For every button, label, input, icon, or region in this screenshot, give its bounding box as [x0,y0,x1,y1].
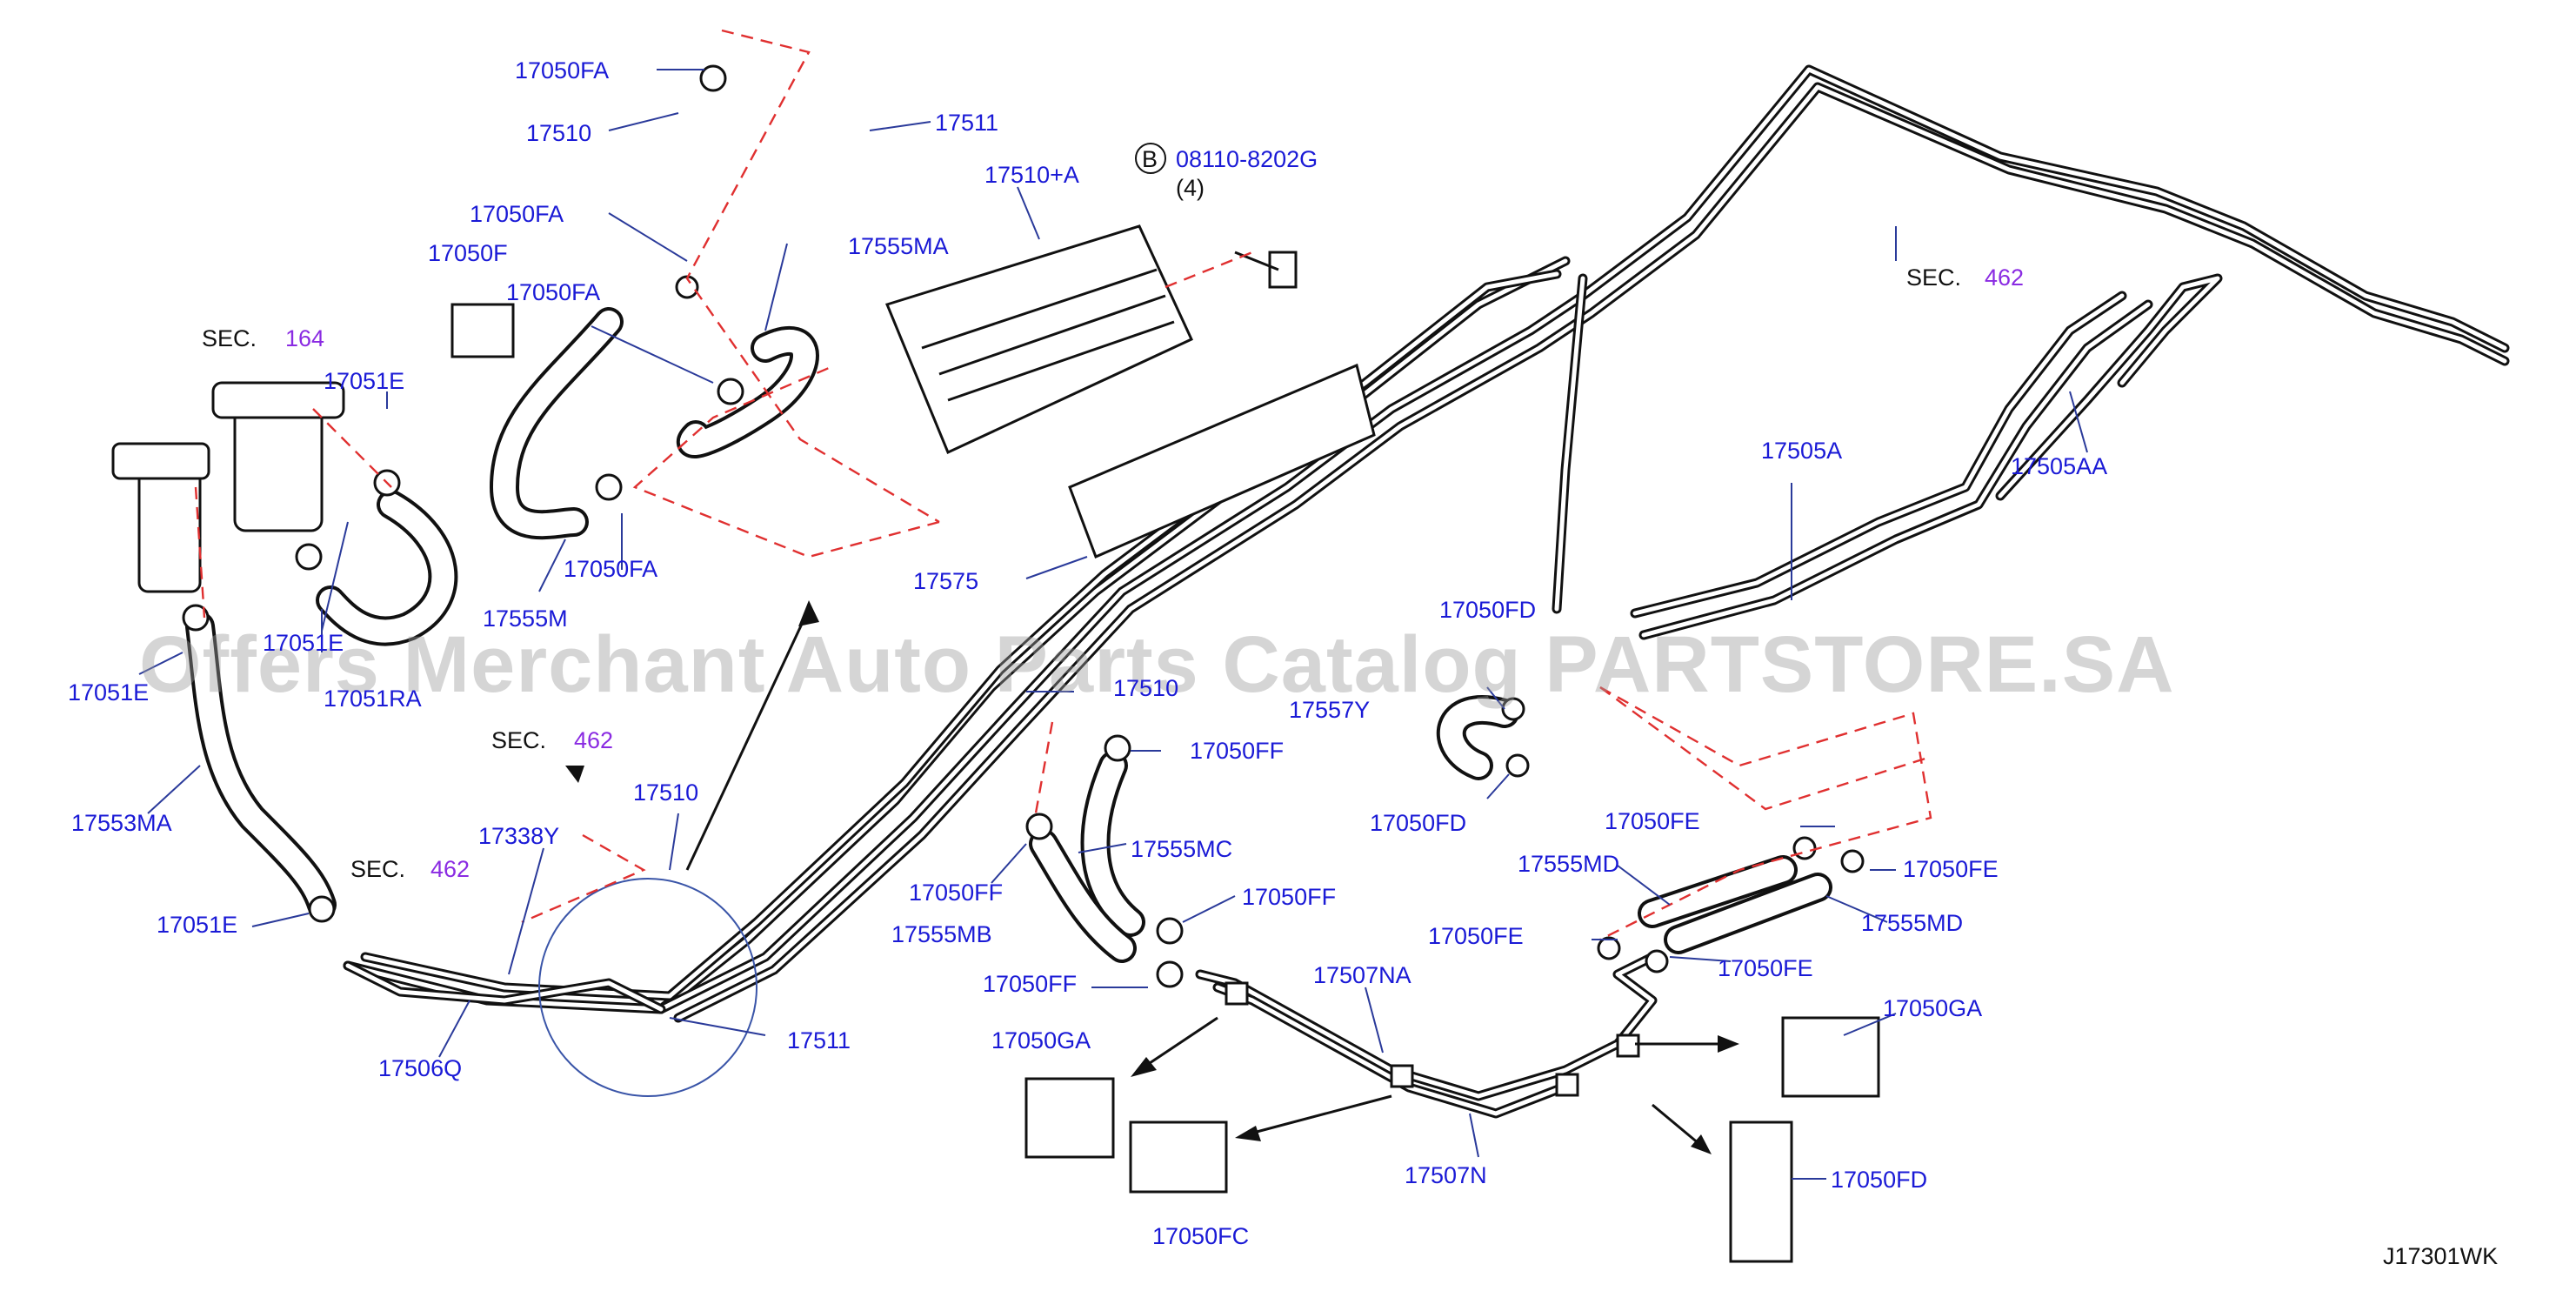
label: 17555MB [891,921,992,947]
part-labels: 17050FA 17510 17511 17050FA 17050F 17050… [68,57,2107,1249]
secondary-filter [137,468,202,593]
bracket-17050f [450,303,515,358]
label: 17575 [913,568,978,594]
label: 17051E [68,679,149,706]
label: 17505A [1761,438,1842,464]
label: 17510 [1113,675,1178,701]
fuel-pipe-bundle [343,64,2510,1119]
label: 17511 [787,1027,851,1054]
label: 17050FE [1605,808,1700,834]
label: 17050FF [1190,738,1284,764]
label: 17050FE [1428,923,1524,949]
bolt-quantity: (4) [1176,175,1205,201]
label: 17338Y [478,823,559,849]
detail-circle [538,878,757,1097]
label: 17557Y [1289,697,1370,723]
label: 17050FF [909,880,1003,906]
heat-shield [1068,363,1376,559]
hoses [185,307,1832,963]
label: 17051E [324,368,404,394]
bracket-17050fd [1729,1120,1793,1263]
label: 17050FD [1439,597,1536,623]
label: 17050FC [1152,1223,1249,1249]
label: 17510 [633,779,698,806]
label: 17553MA [71,810,172,836]
label: 17050GA [1883,995,1982,1021]
sec-prefix: SEC. [202,325,257,351]
clip-17050ga-left [1024,1077,1115,1159]
label: 17050FF [983,971,1077,997]
label: 17050FD [1370,810,1466,836]
label: 17050FE [1718,955,1813,981]
label: 17506Q [378,1055,462,1081]
label: 17555M [483,605,568,632]
arrows [565,600,1739,1154]
sec-462-arrow [565,766,584,783]
label: 17050FF [1242,884,1336,910]
sec-prefix: SEC. [1906,264,1961,291]
section-references: SEC. 164 SEC. 462 SEC. 462 SEC. 462 [202,264,2024,882]
sec-prefix: SEC. [350,856,405,882]
sec-number: 462 [1985,264,2024,291]
label: 17050FD [1831,1167,1927,1193]
label: 17050FA [515,57,609,84]
label: 17555MC [1131,836,1232,862]
label: 17050FA [506,279,600,305]
label: 17051E [263,630,344,656]
bolt-callout: B 08110-8202G (4) [1135,143,1318,201]
label: 17505AA [2011,453,2107,479]
label: 17511 [935,110,998,136]
label: 17050FA [564,556,657,582]
sec-number: 164 [285,325,324,351]
label: 17051RA [324,686,422,712]
bolt-marker: B [1142,146,1158,172]
label: 17050FE [1903,856,1999,882]
components [111,64,1880,1263]
label: 17555MA [848,233,949,259]
label: 17050F [428,240,508,266]
label: 17507NA [1313,962,1411,988]
clip-17050ga-right [1781,1016,1880,1098]
bolt-icon [1234,251,1298,289]
sec-number: 462 [574,727,613,753]
label: 17507N [1405,1162,1487,1188]
label: 17051E [157,912,237,938]
label: 17510 [526,120,591,146]
dashed-connection-lines [194,29,1932,941]
sec-number: 462 [430,856,470,882]
label: 17510+A [984,162,1079,188]
sec-prefix: SEC. [491,727,546,753]
bracket-17050fc [1129,1120,1228,1194]
drawing-code: J17301WK [2383,1243,2498,1269]
fuel-filter-body [233,398,324,532]
bolt-part-number: 08110-8202G [1176,146,1318,172]
leader-lines [138,69,2088,1180]
label: 17050GA [991,1027,1091,1054]
label: 17555MD [1861,910,1963,936]
label: 17050FA [470,201,564,227]
watermark: Offers Merchant Auto Parts Catalog PARTS… [139,620,2175,709]
label: 17555MD [1518,851,1619,877]
